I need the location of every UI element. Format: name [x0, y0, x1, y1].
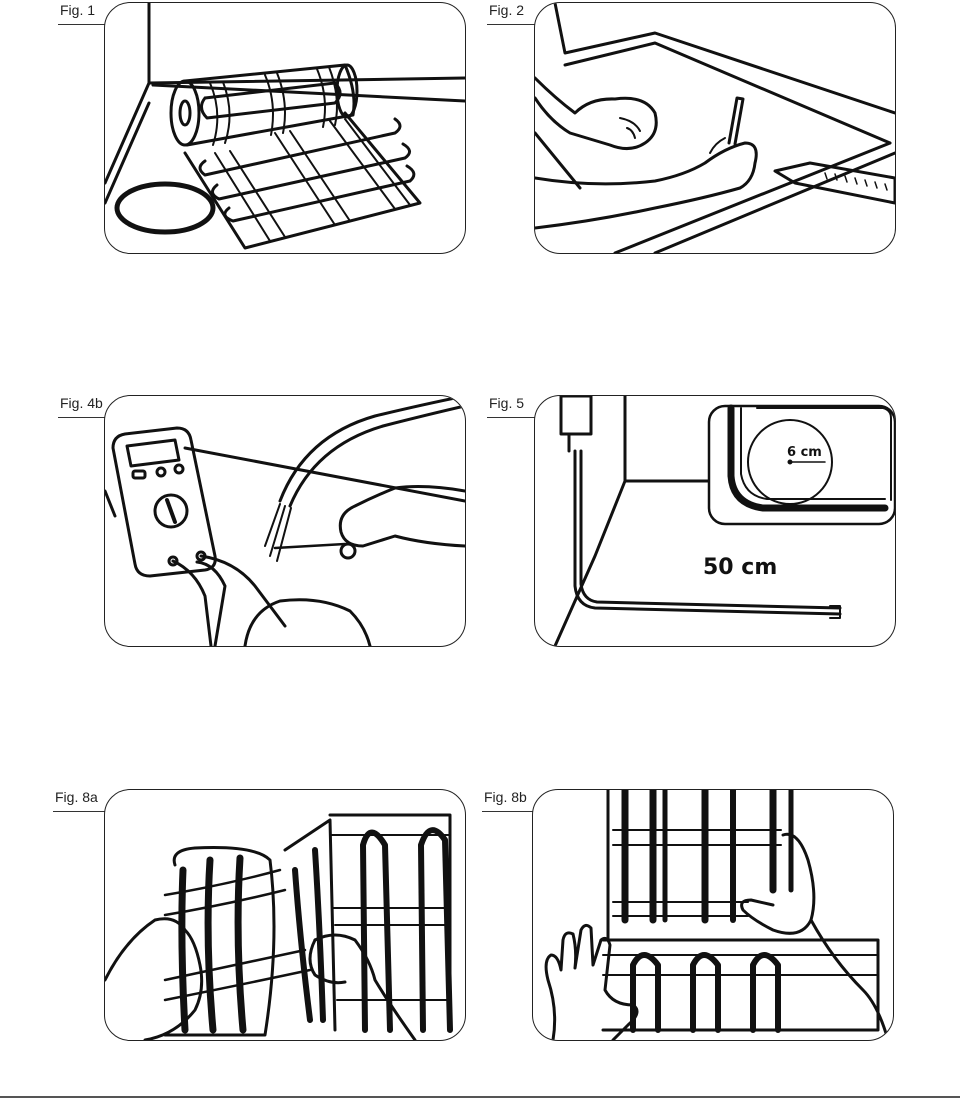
fig-2-rule [487, 24, 535, 25]
fig-8a-rule [53, 811, 105, 812]
fig-1-panel [104, 2, 466, 254]
fig-1-label: Fig. 1 [60, 2, 96, 18]
fig-8b-rule [482, 811, 534, 812]
distance-label: 50 cm [703, 555, 777, 580]
fig-8b-illustration [544, 790, 890, 1040]
fig-4b-panel [104, 395, 466, 647]
fig-8b-panel [532, 789, 894, 1041]
fig-1-illustration [105, 3, 465, 250]
fig-5-panel: 6 cm 50 cm [534, 395, 896, 647]
fig-4b-rule [58, 417, 106, 418]
fig-8a-panel [104, 789, 466, 1041]
fig-2-illustration [535, 3, 895, 253]
fig-4b-label: Fig. 4b [60, 395, 103, 411]
page-bottom-rule [0, 1096, 960, 1098]
fig-8a-illustration [105, 813, 453, 1040]
fig-1-rule [58, 24, 106, 25]
fig-5-label: Fig. 5 [489, 395, 525, 411]
fig-2-panel [534, 2, 896, 254]
fig-5-rule [487, 417, 535, 418]
fig-4b-illustration [105, 396, 465, 646]
inset-diameter-label: 6 cm [787, 445, 822, 460]
fig-5-illustration: 6 cm 50 cm [553, 396, 895, 646]
fig-8a-label: Fig. 8a [55, 789, 98, 805]
fig-8b-label: Fig. 8b [484, 789, 527, 805]
fig-2-label: Fig. 2 [489, 2, 525, 18]
